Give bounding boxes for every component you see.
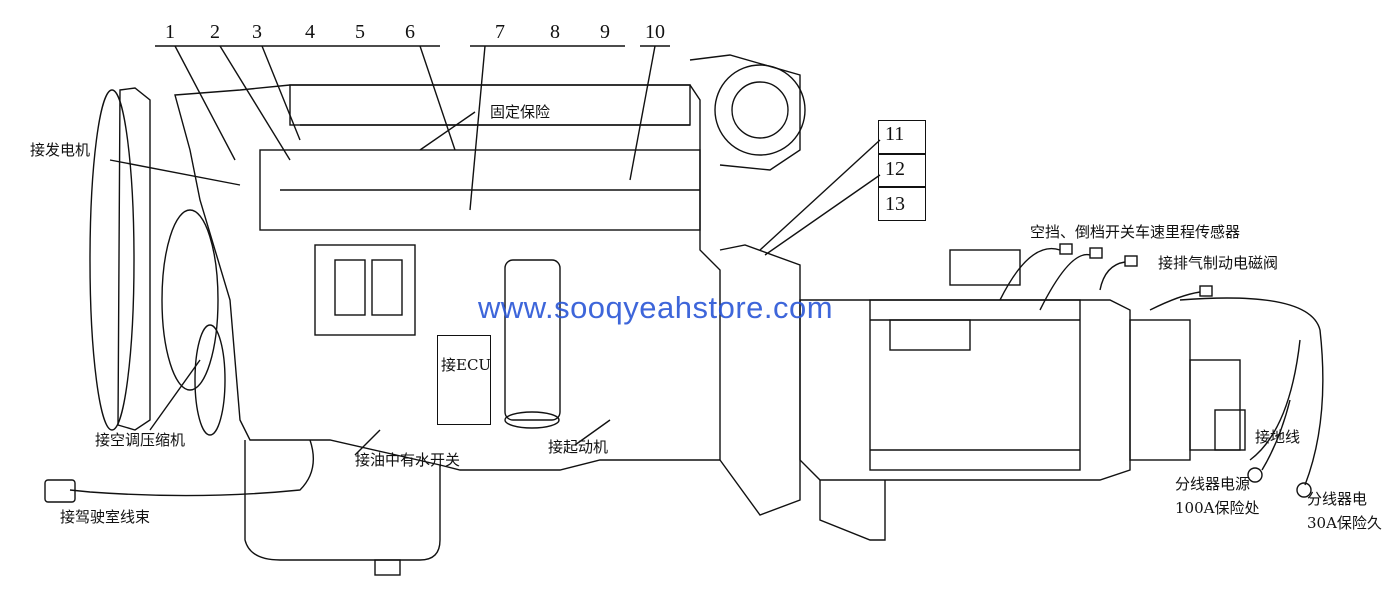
callout-6: 6	[405, 21, 415, 43]
callout-box-11	[878, 120, 926, 155]
callout-11: 11	[885, 123, 905, 145]
watermark: www.sooqyeahstore.com	[478, 290, 834, 325]
callout-7: 7	[495, 21, 505, 43]
callout-3: 3	[252, 21, 262, 43]
callout-2: 2	[210, 21, 220, 43]
label-starter: 接起动机	[548, 438, 609, 456]
label-cab-harness: 接驾驶室线束	[60, 508, 151, 526]
label-splitter-100a-2: 100A保险处	[1175, 499, 1260, 517]
label-splitter-30a-1: 分线器电	[1307, 490, 1368, 508]
callout-9: 9	[600, 21, 610, 43]
callout-12: 12	[885, 158, 905, 180]
label-splitter-30a-2: 30A保险久	[1307, 514, 1382, 532]
callout-box-12	[878, 153, 926, 188]
callout-13: 13	[885, 193, 905, 215]
label-fixed-fuse: 固定保险	[490, 103, 551, 121]
label-ecu: 接ECU	[441, 356, 492, 374]
label-ground-wire: 接地线	[1255, 428, 1301, 446]
callout-5: 5	[355, 21, 365, 43]
label-water-in-fuel-switch: 接油中有水开关	[355, 451, 461, 469]
callout-1: 1	[165, 21, 175, 43]
label-alternator: 接发电机	[30, 141, 91, 159]
callout-box-13	[878, 186, 926, 221]
label-speedometer-sensor: 车速里程传感器	[1135, 223, 1241, 241]
label-exhaust-brake-valve: 接排气制动电磁阀	[1158, 254, 1279, 272]
callout-10: 10	[645, 21, 665, 43]
label-ac-compressor: 接空调压缩机	[95, 431, 186, 449]
callout-8: 8	[550, 21, 560, 43]
ecu-box	[437, 335, 491, 425]
label-neutral-reverse-switch: 空挡、倒档开关	[1030, 223, 1136, 241]
callout-4: 4	[305, 21, 315, 43]
label-splitter-100a-1: 分线器电源	[1175, 475, 1251, 493]
